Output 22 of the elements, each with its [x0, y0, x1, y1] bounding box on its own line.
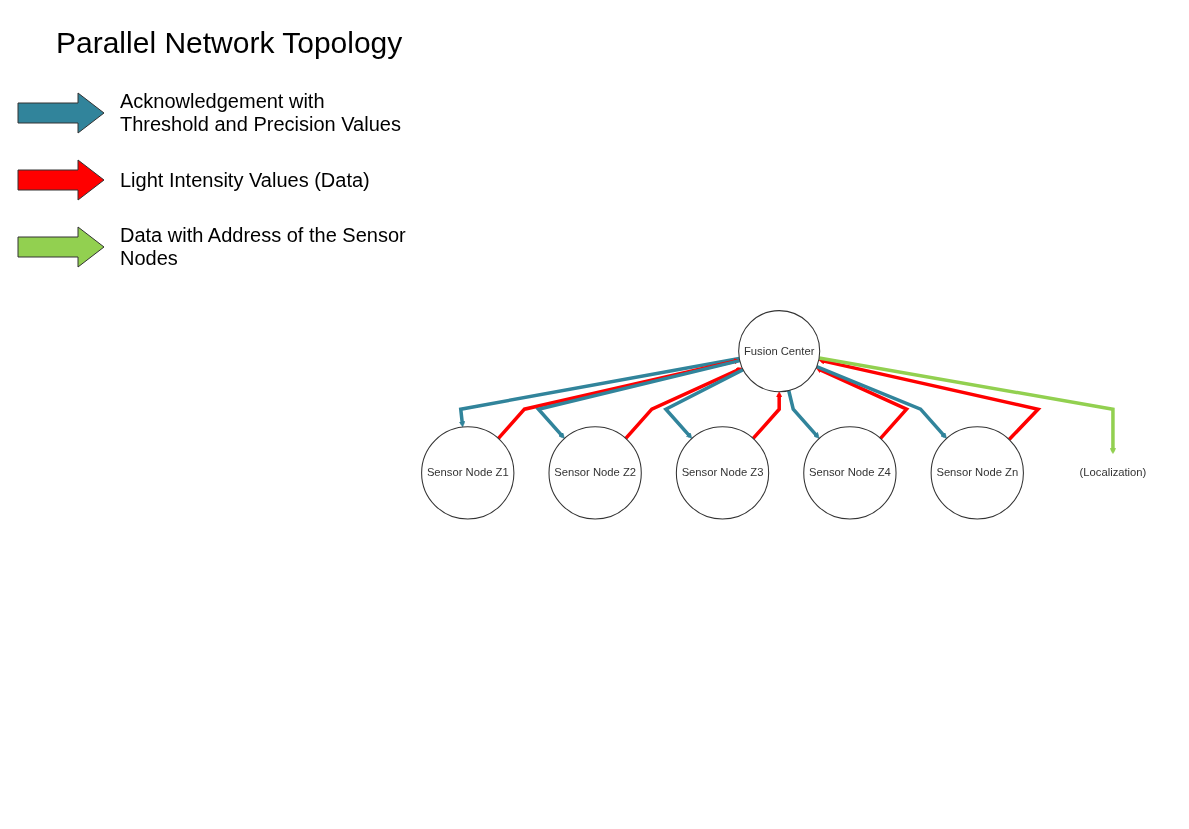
- arrow: [818, 356, 1117, 454]
- arrow: [624, 367, 743, 440]
- arrow: [787, 389, 820, 439]
- node-text: (Localization): [1079, 466, 1147, 479]
- arrow: [815, 367, 910, 440]
- node-circle: Sensor Node Z2: [548, 425, 642, 520]
- legend-label: Data with Address of the Sensor Nodes: [120, 224, 407, 270]
- node-circle: Sensor Node Z1: [421, 425, 515, 520]
- node-circle: Sensor Node Z3: [675, 425, 770, 520]
- arrow: [535, 358, 741, 439]
- node-circle: Fusion Center: [738, 309, 821, 392]
- node-circle: Sensor Node Zn: [930, 425, 1024, 520]
- legend-label: Light Intensity Values (Data): [120, 168, 370, 192]
- arrow: [497, 358, 740, 440]
- diagram-title: Parallel Network Topology: [56, 26, 404, 60]
- arrow: [818, 357, 1042, 441]
- legend-label: Acknowledgement with Threshold and Precision Values: [120, 90, 402, 136]
- arrow: [458, 356, 740, 427]
- arrow: [751, 391, 783, 440]
- node-circle: Sensor Node Z4: [803, 425, 897, 520]
- arrow: [816, 364, 947, 439]
- arrow: [663, 367, 744, 439]
